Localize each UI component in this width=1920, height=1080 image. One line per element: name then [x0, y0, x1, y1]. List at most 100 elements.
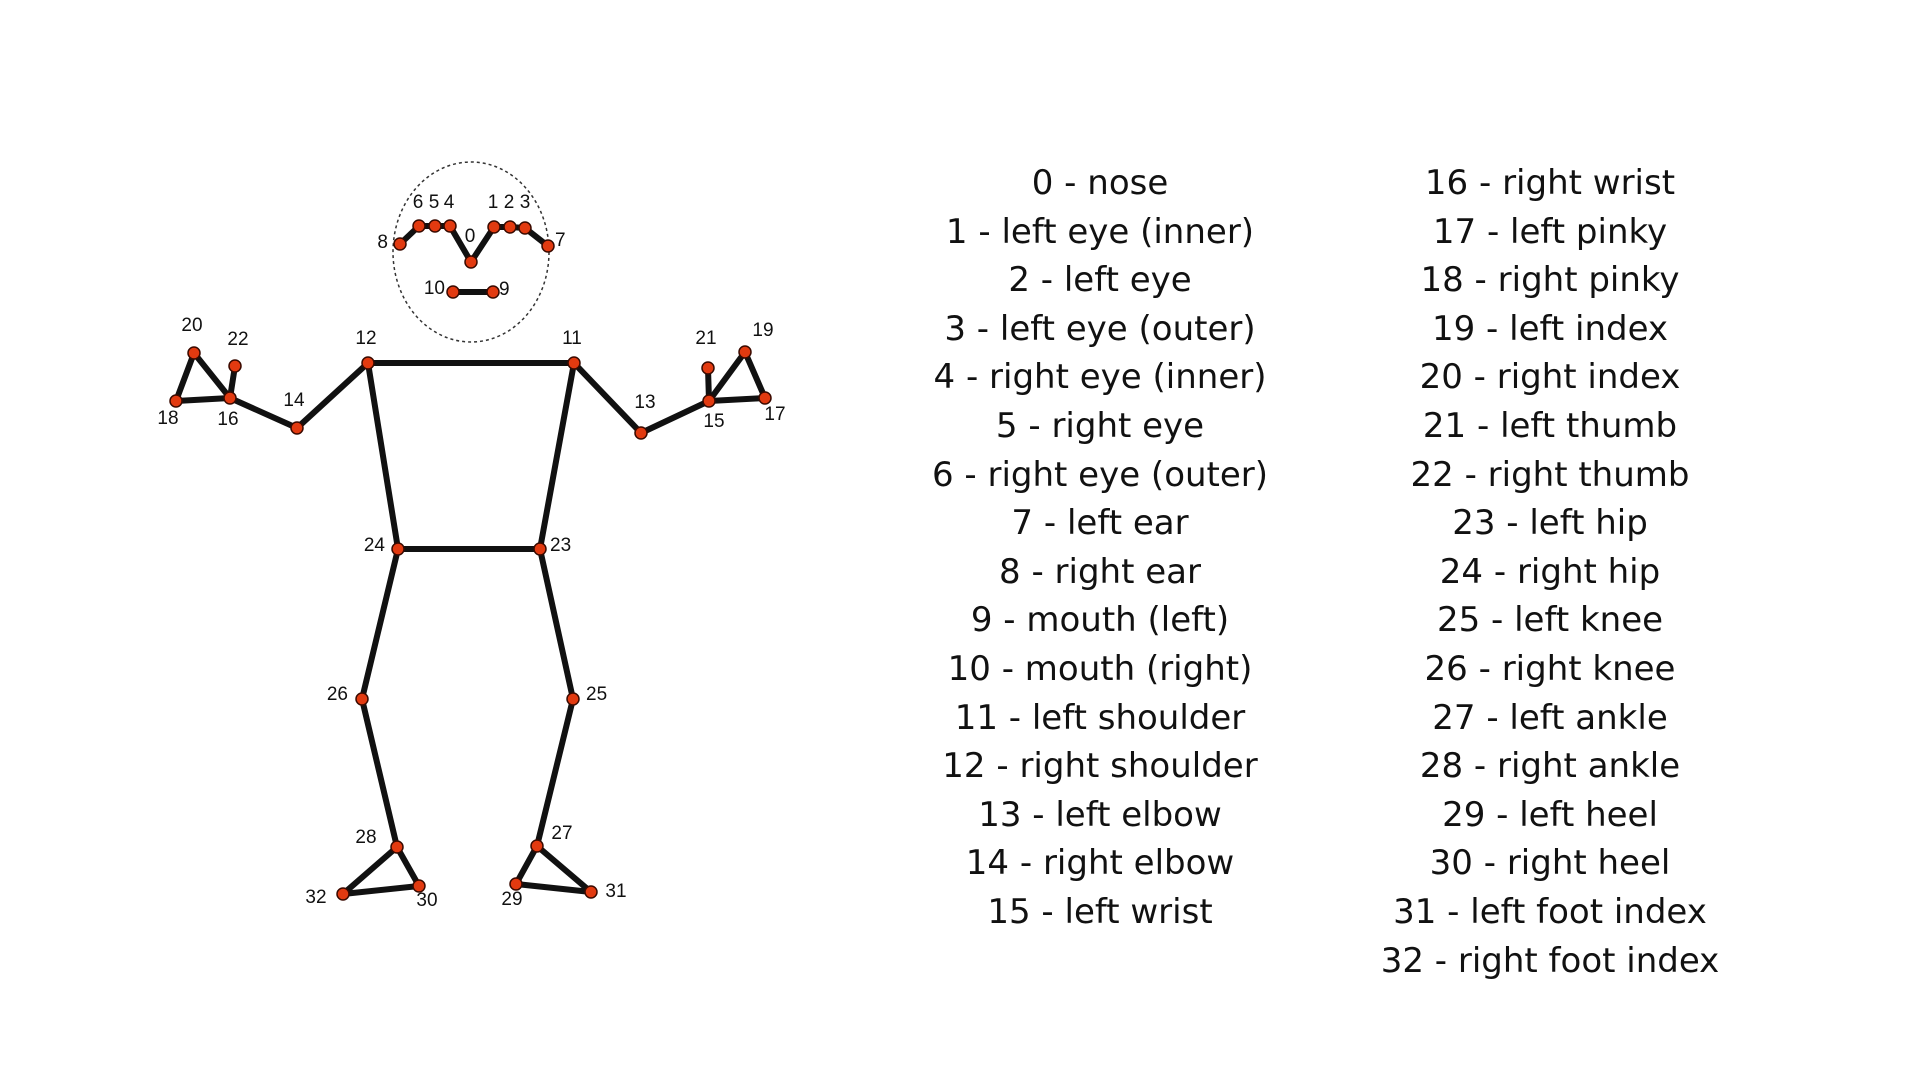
joint-label-25: 25 [586, 684, 607, 705]
legend-item-25: 25 - left knee [1350, 596, 1750, 645]
legend-item-28: 28 - right ankle [1350, 742, 1750, 791]
bone-18-20 [173, 350, 197, 404]
bone-16-18 [173, 395, 233, 404]
legend-item-separator: - [1475, 697, 1510, 738]
joint-9 [486, 285, 500, 299]
joint-12 [361, 356, 375, 370]
joint-19 [738, 345, 752, 359]
joint-11 [567, 356, 581, 370]
legend-item-name: mouth (left) [1026, 600, 1230, 641]
legend-item-id: 6 [931, 454, 954, 495]
joint-21 [701, 361, 715, 375]
legend-item-name: left index [1509, 308, 1669, 349]
legend-item-name: right eye [1051, 405, 1205, 446]
joint-label-23: 23 [550, 535, 571, 556]
bone-28-30 [394, 844, 422, 889]
joint-label-8: 8 [377, 232, 388, 253]
bone-15-19 [706, 349, 748, 404]
bone-4-0 [447, 223, 474, 265]
legend-item-id: 1 [945, 211, 968, 252]
legend-item-separator: - [1021, 794, 1056, 835]
legend-item-id: 32 [1380, 940, 1424, 981]
legend-item-separator: - [1462, 357, 1497, 398]
bone-0-1 [468, 224, 497, 265]
legend-item-name: mouth (right) [1024, 648, 1253, 689]
legend-item-name: left pinky [1510, 211, 1668, 252]
joint-label-21: 21 [695, 328, 716, 349]
joint-label-11: 11 [562, 328, 582, 349]
legend-item-name: left eye (outer) [999, 308, 1256, 349]
legend-item-separator: - [992, 600, 1027, 641]
legend-item-name: left eye [1063, 260, 1192, 301]
joint-7 [541, 239, 555, 253]
head-outline [392, 161, 550, 343]
legend-item-16: 16 - right wrist [1350, 159, 1750, 208]
legend-item-name: left wrist [1064, 891, 1213, 932]
legend-item-separator: - [1463, 746, 1497, 787]
bone-15-17 [706, 395, 768, 404]
bone-11-13 [571, 360, 644, 436]
bone-16-20 [191, 350, 233, 401]
legend-item-separator: - [1453, 454, 1488, 495]
legend-item-name: left hip [1529, 503, 1648, 544]
legend-item-separator: - [1463, 260, 1498, 301]
legend-item-3: 3 - left eye (outer) [900, 305, 1300, 354]
legend-item-id: 23 [1452, 503, 1496, 544]
joint-14 [290, 421, 304, 435]
joint-label-16: 16 [217, 409, 238, 430]
bone-17-19 [742, 349, 768, 401]
joint-24 [391, 542, 405, 556]
legend-item-name: left ear [1066, 503, 1189, 544]
legend-item-id: 25 [1436, 600, 1481, 641]
legend-item-6: 6 - right eye (outer) [900, 451, 1300, 500]
bone-12-14 [294, 360, 371, 431]
legend-item-name: left foot index [1470, 891, 1707, 932]
joint-16 [223, 391, 237, 405]
legend-item-name: left elbow [1055, 794, 1222, 835]
legend-item-id: 27 [1432, 697, 1476, 738]
legend-item-9: 9 - mouth (left) [900, 596, 1300, 645]
legend-item-separator: - [997, 697, 1032, 738]
legend-item-id: 9 [970, 600, 993, 641]
legend-item-23: 23 - left hip [1350, 499, 1750, 548]
legend-item-separator: - [1423, 940, 1458, 981]
joint-label-22: 22 [227, 329, 248, 350]
legend-item-id: 8 [999, 551, 1021, 592]
legend-item-id: 10 [947, 648, 991, 689]
legend-item-18: 18 - right pinky [1350, 256, 1750, 305]
joint-label-26: 26 [327, 684, 348, 705]
legend-item-separator: - [966, 308, 1000, 349]
legend-item-id: 18 [1420, 260, 1464, 301]
legend-item-id: 24 [1439, 551, 1484, 592]
legend-item-30: 30 - right heel [1350, 839, 1750, 888]
legend-item-name: left shoulder [1031, 697, 1246, 738]
legend-item-separator: - [953, 454, 988, 495]
bones-layer [173, 223, 768, 897]
joint-1 [487, 220, 501, 234]
bone-23-25 [537, 546, 576, 702]
legend-item-id: 14 [965, 843, 1010, 884]
joint-label-7: 7 [555, 230, 566, 251]
legend-item-id: 26 [1424, 648, 1468, 689]
legend-item-0: 0 - nose [900, 159, 1300, 208]
bone-26-28 [359, 696, 400, 850]
joint-label-27: 27 [551, 823, 572, 844]
bone-29-31 [513, 881, 594, 895]
joint-label-31: 31 [605, 881, 626, 902]
legend-item-name: left knee [1514, 600, 1664, 641]
legend-item-separator: - [1485, 794, 1520, 835]
joint-label-12: 12 [355, 328, 376, 349]
joint-17 [758, 391, 772, 405]
legend-item-separator: - [1436, 891, 1471, 932]
legend-item-name: right ankle [1497, 746, 1681, 787]
legend-item-separator: - [1467, 648, 1502, 689]
legend-item-id: 28 [1419, 746, 1464, 787]
legend-item-1: 1 - left eye (inner) [900, 208, 1300, 257]
legend-item-id: 4 [933, 357, 956, 398]
legend-item-name: right knee [1501, 648, 1676, 689]
legend-item-name: right eye (outer) [987, 454, 1269, 495]
legend-item-separator: - [1033, 503, 1067, 544]
joint-label-3: 3 [520, 192, 531, 213]
legend-item-11: 11 - left shoulder [900, 694, 1300, 743]
